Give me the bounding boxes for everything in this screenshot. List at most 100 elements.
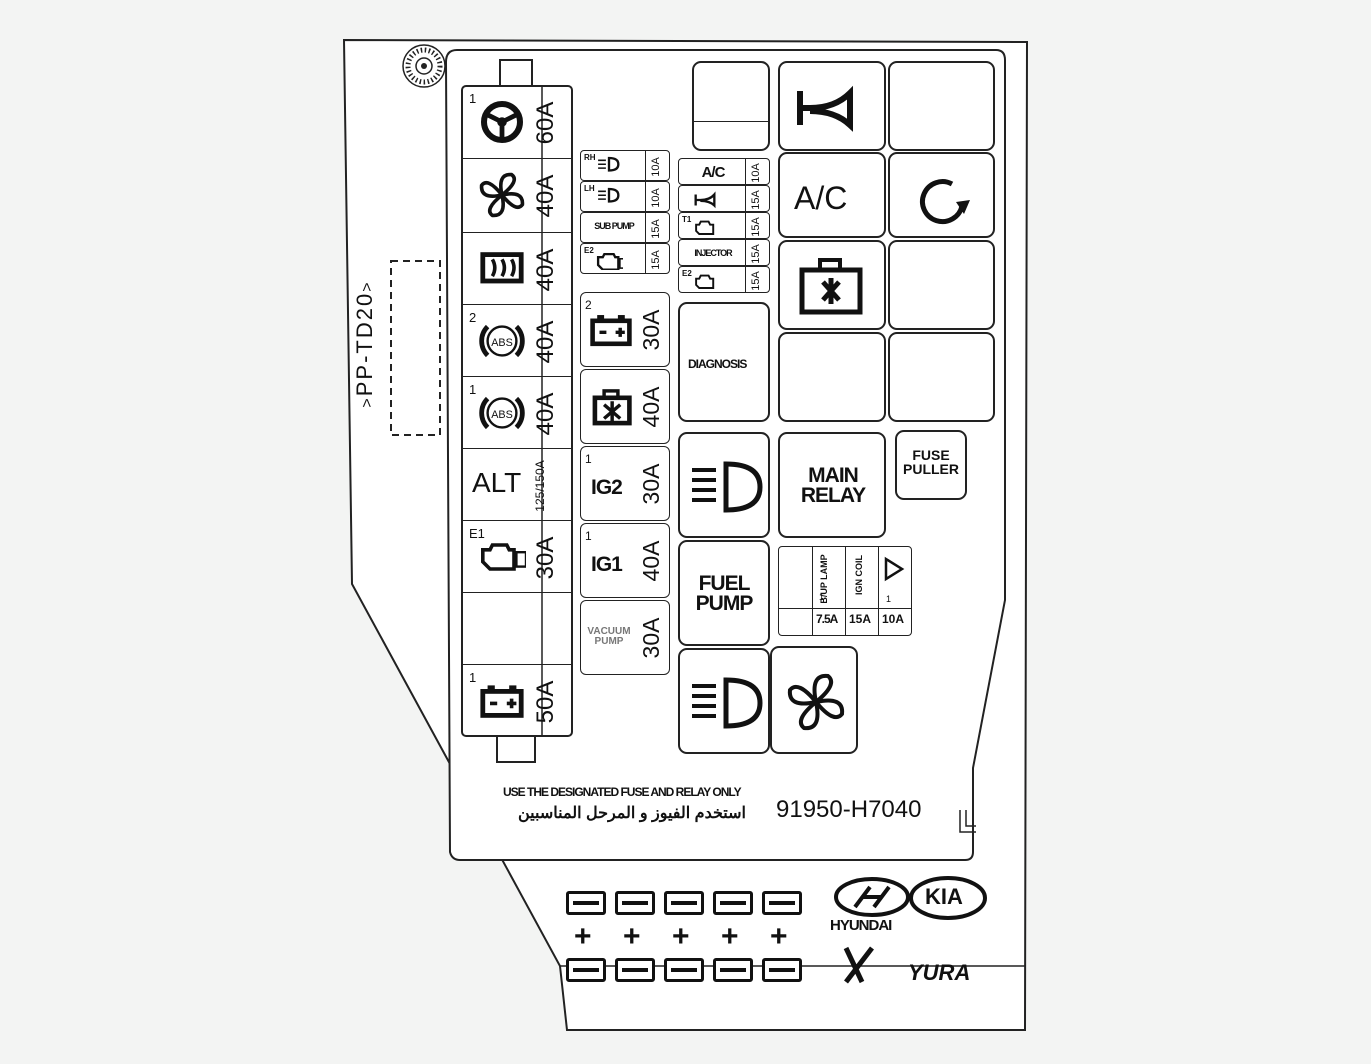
headlamp-icon [692,677,763,729]
ac-relay[interactable]: A/C [778,152,886,238]
mid-fuse-label: IG1 [591,553,623,576]
left-fuse-6[interactable]: E1 30A [462,520,572,592]
mid-fuse-rating: 40A [638,540,664,582]
blank-relay-1[interactable] [888,61,995,151]
mid-fuse-rating: 30A [638,463,664,505]
left-fuse-2[interactable]: 40A [462,232,572,304]
rear-defroster-icon [478,245,526,293]
left-fuse-rating: 40A [532,174,559,218]
svg-text:ABS: ABS [491,409,513,421]
cooling-relay[interactable] [778,240,886,330]
mid-fuse-superscript: 2 [585,298,592,312]
headlamp-relay-low[interactable] [678,648,770,754]
spare-fuse[interactable] [566,891,606,915]
battery-icon [587,307,635,353]
mini-fuse-label: E2 [584,246,594,255]
blank-relay-slot[interactable] [692,61,770,151]
mini-fuse-label: A/C [701,164,726,181]
mid-fuse-1[interactable]: 40A [580,369,670,444]
diagnosis-label: DIAGNOSIS [688,357,747,371]
left-fuse-rating: 125/150A [533,460,547,512]
mid-fuse-4[interactable]: VACUUM PUMP 30A [580,600,670,675]
mid-fuse-label: VACUUM PUMP [587,626,631,647]
spare-fuse[interactable] [566,958,606,982]
rotate-arrow-icon [920,179,970,225]
cooling-fan-icon [799,258,863,315]
horn-icon [797,85,853,132]
left-fuse-superscript: 1 [469,91,477,106]
left-fuse-superscript: 1 [469,382,477,397]
refresh-relay[interactable] [888,152,995,238]
mid-fuse-rating: 30A [638,617,664,659]
spare-fuse[interactable] [713,958,753,982]
spare-fuse[interactable] [615,958,655,982]
spare-fuse[interactable] [615,891,655,915]
notice-english: USE THE DESIGNATED FUSE AND RELAY ONLY [503,785,742,799]
mini-fuse-1[interactable]: 15A [678,185,770,212]
mini-fuse-label: LH [584,184,595,193]
engine-icon [693,215,721,239]
washer-icon [884,556,905,582]
fan-relay[interactable] [770,646,858,754]
left-fuse-1[interactable]: 40A [462,158,572,230]
headlamp-relay-high[interactable] [678,432,770,538]
left-fuse-7[interactable] [462,592,572,664]
left-fuse-rating: 30A [532,536,559,580]
spare-fuse[interactable] [664,958,704,982]
diagnosis-slot[interactable]: DIAGNOSIS [678,302,770,422]
yura-wordmark: YURA [908,960,971,985]
spare-fuse[interactable] [762,958,802,982]
headlamp-icon [595,153,623,177]
left-fuse-superscript: E1 [469,526,485,541]
horn-icon [691,188,719,212]
small-fuse-washer-super: 1 [886,594,892,604]
main-relay[interactable]: MAIN RELAY [778,432,886,538]
box-code-text: PP-TD20 [352,291,377,397]
steering-wheel-icon [478,98,526,146]
main-relay-label: MAIN RELAY [800,464,866,507]
mini-fuse-rating: 15A [750,270,762,291]
spare-fuse[interactable] [713,891,753,915]
engine-ecu-icon [595,246,623,270]
fuse-puller[interactable]: FUSE PULLER [895,430,967,500]
plus-icon: + [672,920,690,953]
blank-relay-2[interactable] [888,240,995,330]
abs-icon: ABS [478,317,526,365]
left-fuse-rating: 40A [532,320,559,364]
ac-relay-label: A/C [794,180,848,216]
small-fuse-ign-label: IGN COIL [854,555,864,595]
abs-icon: ABS [478,389,526,437]
fuel-pump-relay[interactable]: FUEL PUMP [678,540,770,646]
fan-icon [787,673,845,731]
horn-relay[interactable] [778,61,886,151]
spare-fuse[interactable] [664,891,704,915]
mini-fuse-rating: 15A [650,249,662,270]
mini-fuse-label: T1 [682,215,692,224]
spare-fuse[interactable] [762,891,802,915]
small-fuse-bup-rating: 7.5A [816,612,838,626]
blank-relay-4[interactable] [888,332,995,422]
mini-fuse-3[interactable]: E2 15A [580,243,670,274]
small-fuse-strip: B/UP LAMP 1 7.5A IGN COIL 15A 1 10A [778,546,912,636]
plus-icon: + [770,920,788,953]
fuse-puller-label: FUSE PULLER [903,447,959,477]
engine-icon [693,269,721,293]
left-fuse-rating: 40A [532,248,559,292]
notice-arabic: استخدم الفيوز و المرحل المناسبين [518,805,746,822]
blank-relay-3[interactable] [778,332,886,422]
